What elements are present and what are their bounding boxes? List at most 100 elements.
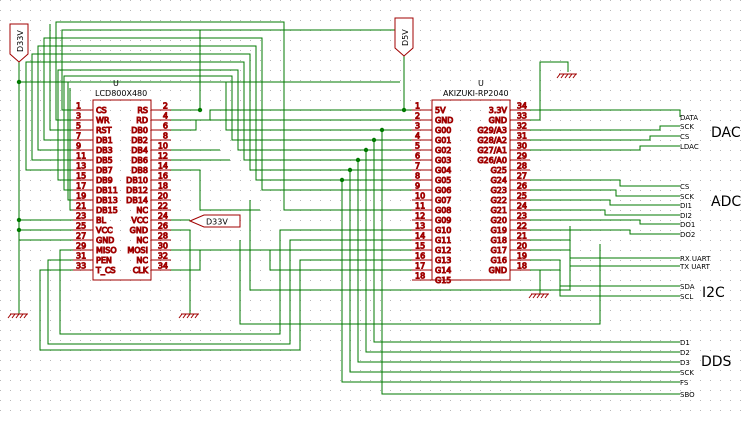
pin-name: 3.3V <box>489 106 508 115</box>
wire <box>239 240 601 325</box>
ground-hatch <box>572 73 577 79</box>
net-label-i2c: SDA <box>680 283 695 291</box>
junction-dot <box>379 127 385 133</box>
pin-number: 30 <box>158 242 168 251</box>
junction-dot <box>371 137 377 143</box>
pin-number: 3 <box>415 122 420 131</box>
wire <box>530 109 681 117</box>
pin-number: 22 <box>158 202 168 211</box>
junctions <box>16 79 407 233</box>
pin-name: GND <box>489 116 507 125</box>
pin-name: CLK <box>133 266 149 275</box>
pin-number: 33 <box>517 112 527 121</box>
pin-name: VCC <box>96 226 113 235</box>
pin-number: 12 <box>158 152 168 161</box>
wire <box>47 239 412 345</box>
pin-number: 31 <box>76 252 86 261</box>
net-label-dac: LDAC <box>680 143 699 151</box>
pin-name: G17 <box>491 246 507 255</box>
pin-number: 22 <box>517 222 527 231</box>
wire <box>39 259 412 351</box>
pin-name: G07 <box>435 196 451 205</box>
pin-number: 16 <box>158 172 168 181</box>
net-label-uart: TX UART <box>679 263 711 271</box>
ground-icon <box>7 313 28 319</box>
pin-number: 9 <box>415 182 420 191</box>
net-label-dds: SCK <box>680 369 694 377</box>
pin-number: 21 <box>76 202 86 211</box>
pin-number: 2 <box>163 102 168 111</box>
wire <box>530 269 680 297</box>
junction-dot <box>16 217 22 223</box>
pin-number: 7 <box>76 132 81 141</box>
pin-number: 26 <box>517 182 527 191</box>
ground-icon <box>178 313 199 319</box>
pin-name: DB7 <box>96 166 113 175</box>
pin-number: 14 <box>415 232 425 241</box>
pin-number: 25 <box>76 222 86 231</box>
pin-number: 12 <box>415 212 425 221</box>
pin-number: 1 <box>415 102 420 111</box>
wire <box>530 145 680 151</box>
lcd-ref: U <box>113 79 119 88</box>
junction-dot <box>355 157 361 163</box>
pin-number: 21 <box>517 232 527 241</box>
pin-number: 20 <box>158 192 168 201</box>
pin-number: 17 <box>76 182 86 191</box>
wire <box>530 61 569 121</box>
power-flag-label: D33V <box>16 30 25 52</box>
net-label-i2c: SCL <box>680 293 693 301</box>
pin-name: PEN <box>96 256 112 265</box>
pin-name: DB14 <box>126 196 148 205</box>
pin-name: GND <box>96 236 114 245</box>
pin-number: 8 <box>415 172 420 181</box>
pin-name: GND <box>489 266 507 275</box>
ground-hatch <box>15 313 20 319</box>
pin-number: 17 <box>415 262 425 271</box>
pin-name: G27/A1 <box>477 146 507 155</box>
pin-number: 1 <box>76 102 81 111</box>
net-label-dac: CS <box>680 133 690 141</box>
pin-name: DB1 <box>96 136 113 145</box>
wire <box>530 189 680 197</box>
junction-dot <box>401 107 407 113</box>
net-label-dac: SCK <box>680 123 694 131</box>
pin-number: 27 <box>76 232 86 241</box>
pin-number: 4 <box>415 132 420 141</box>
net-label-adc: DI1 <box>680 202 692 210</box>
pin-name: G25 <box>491 166 507 175</box>
pin-name: G15 <box>435 276 451 285</box>
pin-name: G00 <box>435 126 451 135</box>
wire <box>55 21 412 211</box>
pin-number: 28 <box>517 162 527 171</box>
pin-number: 33 <box>76 262 86 271</box>
pin-name: G13 <box>435 256 451 265</box>
power-flag-label: D33V <box>206 218 228 227</box>
pin-name: G05 <box>435 176 451 185</box>
wire <box>381 130 680 395</box>
pin-name: WR <box>96 116 110 125</box>
pin-number: 10 <box>415 192 425 201</box>
pin-name: G16 <box>491 256 507 265</box>
ground-hatch <box>532 293 537 299</box>
group-title-dac: DAC <box>711 125 741 141</box>
ground-hatch <box>19 313 24 319</box>
pin-name: RD <box>136 116 148 125</box>
ground-icon <box>556 73 577 79</box>
wire <box>530 219 680 225</box>
pin-name: G28/A2 <box>477 136 507 145</box>
net-label-adc: SCK <box>680 193 694 201</box>
pin-number: 13 <box>76 162 86 171</box>
pin-name: DB2 <box>131 136 148 145</box>
junction-dot <box>197 107 203 113</box>
pin-number: 30 <box>517 142 527 151</box>
pin-name: G10 <box>435 226 451 235</box>
pin-number: 15 <box>76 172 86 181</box>
pin-number: 29 <box>517 152 527 161</box>
wire <box>63 75 412 191</box>
junction-dot <box>339 177 345 183</box>
pin-name: G09 <box>435 216 451 225</box>
pin-name: DB13 <box>96 196 118 205</box>
